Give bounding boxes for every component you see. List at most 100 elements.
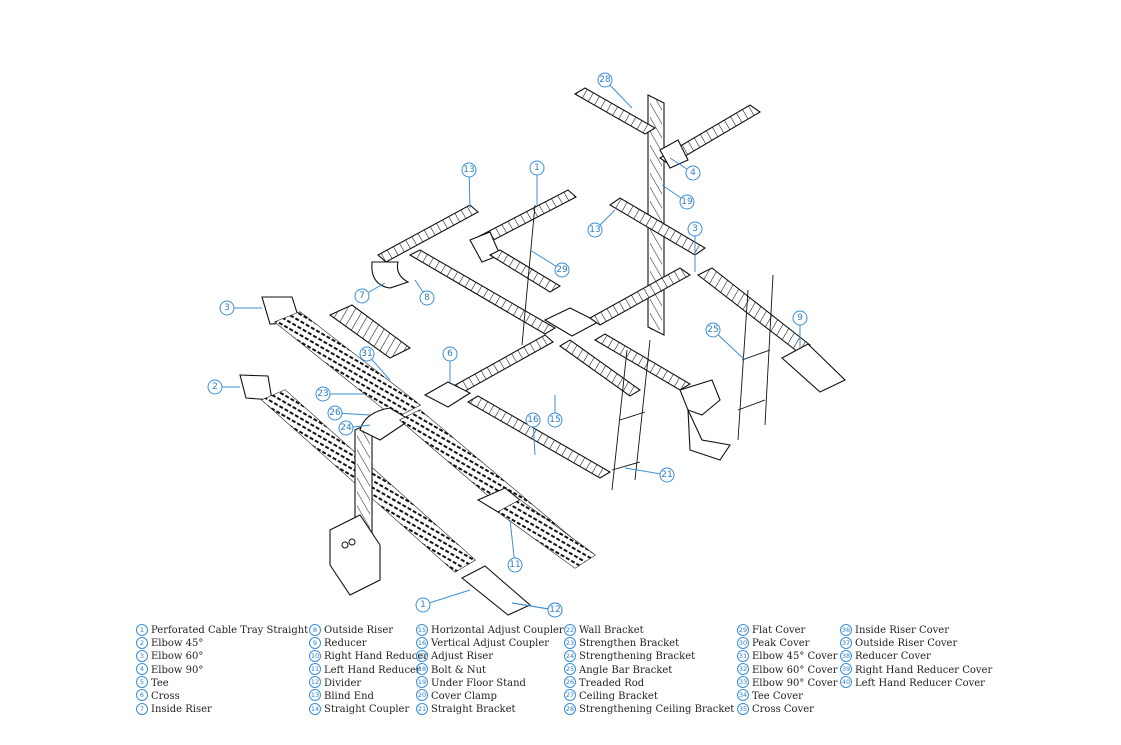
legend-number-badge: 22 — [564, 623, 576, 636]
legend-label: Elbow 90° Cover — [752, 677, 838, 689]
legend-number-badge: 24 — [564, 649, 576, 662]
legend-label: Flat Cover — [752, 625, 806, 636]
junction-box — [329, 514, 381, 596]
legend-number-badge: 12 — [309, 676, 321, 689]
legend-number-badge: 25 — [564, 663, 576, 676]
legend-number-badge: 26 — [564, 676, 576, 689]
callout: 28 — [597, 72, 633, 109]
legend-label: Strengthen Bracket — [579, 638, 680, 650]
callout: 13 — [461, 162, 477, 209]
legend-label: Outside Riser — [324, 625, 394, 636]
callout: 2 — [207, 379, 240, 395]
legend-label: Elbow 60° Cover — [752, 664, 838, 676]
callout-number: 25 — [707, 325, 718, 335]
legend-label: Angle Bar Bracket — [579, 664, 673, 676]
callout-circle — [507, 557, 523, 573]
legend-number-badge: 5 — [136, 676, 148, 689]
legend-number-badge: 30 — [737, 636, 749, 649]
legend-number-badge: 18 — [416, 663, 428, 676]
callout-number: 11 — [509, 560, 520, 570]
callout: 13 — [587, 209, 616, 238]
legend-number-badge: 4 — [136, 663, 148, 676]
callout: 24 — [338, 420, 371, 436]
legend-number-badge: 15 — [416, 623, 428, 636]
legend-label: Left Hand Reducer Cover — [855, 677, 985, 689]
callout: 12 — [511, 602, 563, 618]
reducer-right — [781, 343, 846, 393]
callout-circle — [792, 310, 808, 326]
callout-circle — [547, 602, 563, 618]
callout: 7 — [354, 282, 386, 304]
callout: 6 — [442, 346, 458, 382]
callout-number: 2 — [212, 382, 218, 392]
callouts: 1284191331312978331692522326241615211111… — [207, 72, 808, 618]
callout: 1 — [415, 589, 471, 613]
callout-number: 9 — [797, 313, 803, 323]
legend-label: Blind End — [324, 690, 374, 702]
callout-circle — [554, 262, 570, 278]
callout-leader-line — [422, 589, 471, 606]
callout: 4 — [669, 157, 701, 181]
callout-number: 3 — [692, 224, 698, 234]
legend-label: Divider — [324, 677, 362, 689]
callout-number: 15 — [549, 415, 560, 425]
knockout-2 — [348, 538, 356, 546]
callout-circle — [354, 288, 370, 304]
callout: 26 — [327, 405, 371, 421]
legend-number-badge: 36 — [840, 623, 852, 636]
elbow-inside-riser — [371, 261, 410, 289]
legend-label: Vertical Adjust Coupler — [431, 638, 550, 650]
callout-circle — [327, 405, 343, 421]
callout: 11 — [507, 519, 523, 573]
callout-number: 26 — [329, 408, 341, 418]
cross-center — [543, 307, 600, 337]
callout-leader-line — [509, 519, 516, 566]
legend-label: Inside Riser — [151, 704, 212, 716]
legend-number-badge: 9 — [309, 636, 321, 649]
legend-label: Reducer — [324, 638, 367, 650]
legend-number-badge: 40 — [840, 676, 852, 689]
legend-label: Perforated Cable Tray Straight — [151, 625, 309, 636]
callout-number: 1 — [420, 600, 426, 610]
callout-circle — [442, 346, 458, 362]
callout-circle — [705, 322, 721, 338]
legend-number-badge: 16 — [416, 636, 428, 649]
callout-number: 13 — [589, 225, 600, 235]
callout-circle — [338, 420, 354, 436]
legend-label: Elbow 45° — [151, 638, 204, 650]
legend-label: Cross — [151, 690, 180, 702]
legend-label: Strengthening Ceiling Bracket — [579, 704, 735, 716]
tray-bottom-end — [460, 565, 532, 616]
callout: 3 — [687, 221, 703, 272]
callout-circle — [679, 194, 695, 210]
callout-number: 1 — [534, 163, 540, 173]
legend-label: Bolt & Nut — [431, 664, 487, 676]
legend-number-badge: 2 — [136, 636, 148, 649]
callout-number: 3 — [224, 303, 230, 313]
legend-number-badge: 11 — [309, 663, 321, 676]
